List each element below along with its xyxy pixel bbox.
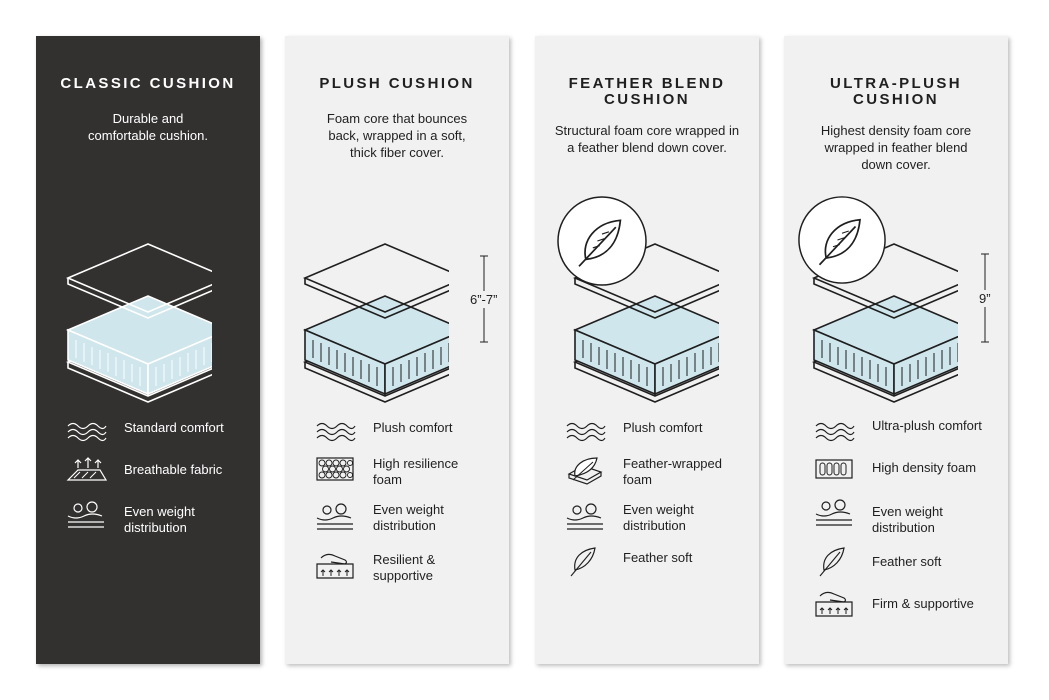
feature-label: Even weight distribution [373, 502, 444, 533]
feature-item: Resilient & supportive [285, 548, 509, 588]
feature-item: Ultra-plush comfort [784, 416, 1008, 456]
breathable-fabric-icon [67, 457, 107, 481]
feature-label: Ultra-plush comfort [872, 418, 982, 433]
feature-item: Feather-wrapped foam [535, 454, 759, 494]
feather-icon [819, 547, 845, 577]
feature-label: Even weight distribution [623, 502, 694, 533]
feature-label: High density foam [872, 460, 977, 475]
feature-label: Feather-wrapped foam [623, 456, 722, 487]
weight-distribution-icon [566, 503, 604, 530]
feature-label: Plush comfort [373, 420, 453, 435]
feature-item: Feather soft [784, 544, 1008, 584]
card-description: Foam core that bounces back, wrapped in … [326, 111, 468, 160]
feature-label: Even weight distribution [872, 504, 943, 535]
feather-icon [570, 547, 596, 577]
card-plush-cushion: PLUSH CUSHION Foam core that bounces bac… [285, 36, 509, 664]
feature-item: Even weight distribution [285, 502, 509, 542]
honeycomb-foam-icon [316, 457, 354, 481]
feature-label: Feather soft [623, 550, 693, 565]
high-density-foam-icon [815, 459, 853, 479]
card-title: CLASSIC CUSHION [60, 75, 236, 92]
feature-item: Even weight distribution [535, 502, 759, 542]
card-description: Structural foam core wrapped in a feathe… [554, 123, 740, 155]
card-ultra-plush-cushion: ULTRA-PLUSH CUSHION Highest density foam… [784, 36, 1008, 664]
feature-label: Breathable fabric [124, 462, 223, 477]
wave-lines-icon [566, 422, 606, 442]
feather-badge [798, 196, 886, 284]
feature-label: Firm & supportive [872, 596, 974, 611]
feature-label: Even weight distribution [124, 504, 195, 535]
feature-item: High density foam [784, 454, 1008, 494]
card-classic-cushion: CLASSIC CUSHION Durable and comfortable … [36, 36, 260, 664]
feature-label: High resilience foam [373, 456, 459, 487]
card-title: FEATHER BLEND CUSHION [568, 75, 726, 108]
card-title: PLUSH CUSHION [319, 75, 475, 92]
dimension-label: 9” [979, 290, 991, 307]
wave-lines-icon [316, 422, 356, 442]
card-feather-blend-cushion: FEATHER BLEND CUSHION Structural foam co… [535, 36, 759, 664]
feature-label: Resilient & supportive [373, 552, 436, 583]
feature-item: Plush comfort [535, 416, 759, 456]
feather-badge [557, 196, 647, 286]
wave-lines-icon [815, 422, 855, 442]
weight-distribution-icon [316, 503, 354, 530]
feature-item: Breathable fabric [36, 454, 260, 494]
card-description: Durable and comfortable cushion. [88, 111, 208, 143]
feature-item: Even weight distribution [784, 498, 1008, 538]
dimension-label: 6”-7” [470, 291, 498, 308]
feature-label: Standard comfort [124, 420, 224, 435]
cushion-layers-illustration [304, 243, 449, 403]
weight-distribution-icon [815, 499, 853, 526]
hand-press-icon [316, 553, 354, 579]
feature-item: Even weight distribution [36, 500, 260, 540]
weight-distribution-icon [67, 501, 105, 528]
feature-label: Plush comfort [623, 420, 703, 435]
feature-item: Standard comfort [36, 416, 260, 456]
card-description: Highest density foam core wrapped in fea… [820, 123, 972, 172]
feature-item: Plush comfort [285, 416, 509, 456]
feature-item: High resilience foam [285, 454, 509, 494]
hand-press-icon [815, 591, 853, 617]
feature-item: Firm & supportive [784, 586, 1008, 626]
cushion-layers-illustration [67, 243, 212, 403]
wave-lines-icon [67, 422, 107, 442]
feature-item: Feather soft [535, 544, 759, 584]
card-title: ULTRA-PLUSH CUSHION [830, 75, 962, 108]
feature-label: Feather soft [872, 554, 942, 569]
feather-wrapped-foam-icon [568, 457, 602, 485]
